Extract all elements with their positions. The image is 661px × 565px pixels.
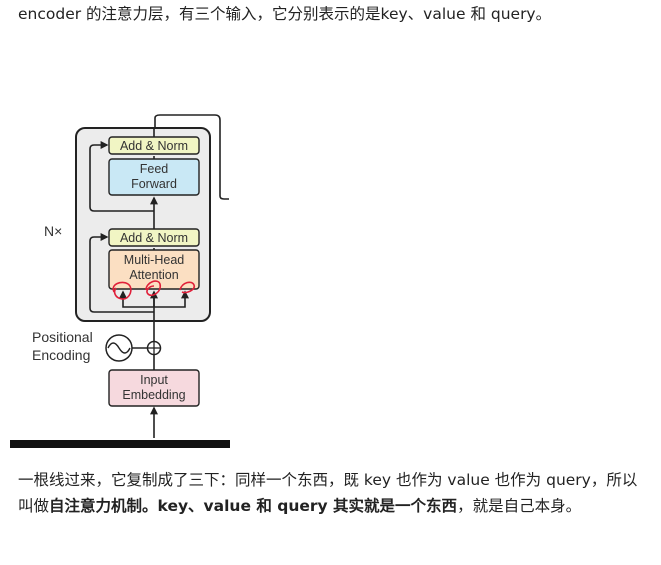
query-branch [119, 290, 154, 308]
input-embedding-label-1: Input [140, 373, 168, 387]
feed-forward-label-1: Feed [140, 162, 169, 176]
explanation-bold-1: 自注意力机制 [49, 497, 143, 515]
add-norm-bottom-label: Add & Norm [120, 231, 188, 245]
explanation-bold-2: key、value 和 query 其实就是一个东西 [157, 497, 458, 515]
positional-label-2: Encoding [32, 347, 90, 363]
nx-label: N× [44, 223, 62, 239]
add-norm-top-label: Add & Norm [120, 139, 188, 153]
intro-paragraph: encoder 的注意力层，有三个输入，它分别表示的是key、value 和 q… [18, 1, 648, 27]
residual-feed-forward [89, 141, 154, 212]
value-branch [154, 290, 189, 308]
transformer-encoder-figure: Add & Norm Feed Forward Add & Norm Multi… [10, 112, 230, 448]
input-embedding-label-2: Embedding [122, 388, 185, 402]
explanation-text-1: 一根线过来，它复制成了三下：同样一个东西，既 key 也作为 value 也作为… [18, 471, 638, 515]
feed-forward-label-2: Forward [131, 177, 177, 191]
output-line [154, 114, 229, 200]
explanation-paragraph: 一根线过来，它复制成了三下：同样一个东西，既 key 也作为 value 也作为… [18, 467, 643, 519]
mha-label-2: Attention [129, 268, 178, 282]
explanation-bold-period: 。 [142, 497, 158, 515]
intro-text: encoder 的注意力层，有三个输入，它分别表示的是key、value 和 q… [18, 5, 552, 23]
figure-bottom-bar [10, 440, 230, 448]
residual-attention [89, 233, 154, 313]
mha-label-1: Multi-Head [124, 253, 184, 267]
explanation-text-3: ，就是自己本身。 [457, 497, 582, 515]
positional-label-1: Positional [32, 329, 93, 345]
red-annotation-marks [112, 280, 196, 300]
